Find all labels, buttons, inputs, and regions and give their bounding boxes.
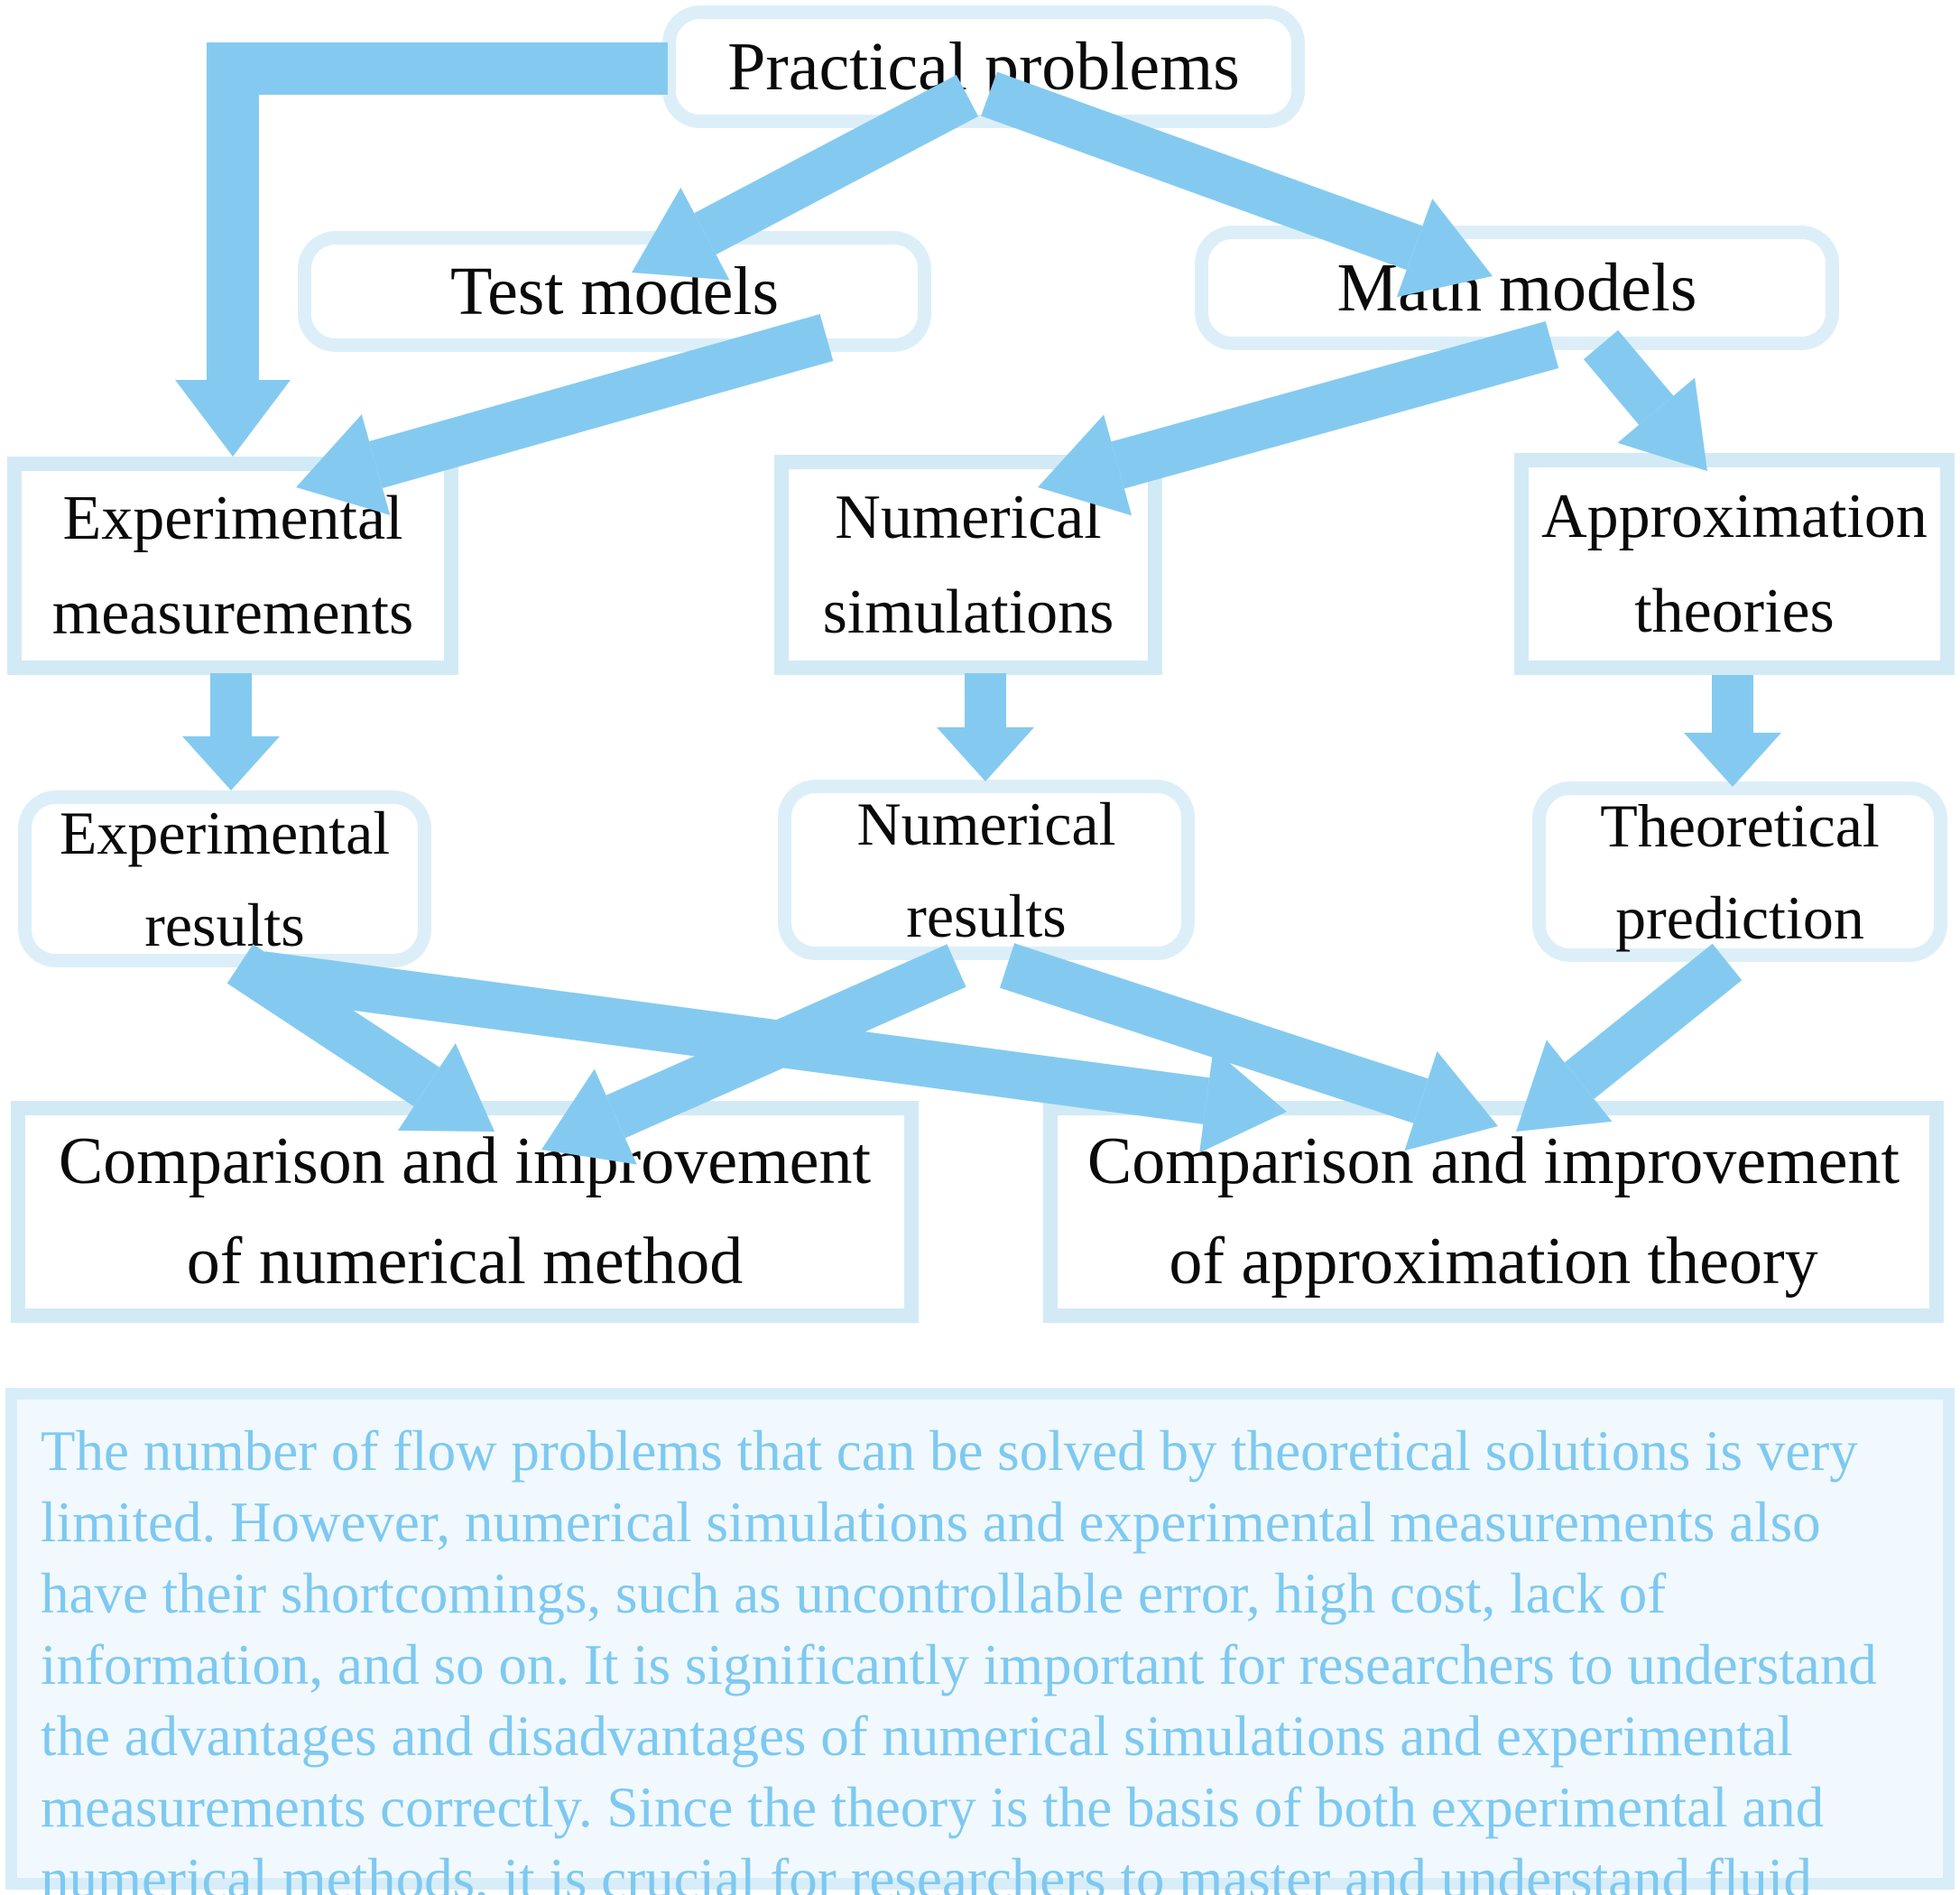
node-theoretical-prediction: Theoretical prediction [1532, 781, 1947, 962]
arrow-numerical-results-to-comparison-approximation-theory [999, 943, 1428, 1123]
node-label: Experimental results [59, 799, 391, 959]
node-experimental-results: Experimental results [18, 790, 431, 967]
arrow-experimental-results-to-comparison-numerical-method [227, 944, 440, 1107]
node-label: Math models [1336, 250, 1697, 326]
node-experimental-measurements: Experimental measurements [7, 457, 458, 675]
node-label: Practical problems [727, 29, 1240, 105]
node-test-models: Test models [298, 231, 931, 352]
node-label: Comparison and improvement of numerical … [58, 1124, 872, 1299]
arrowhead-approximation-theories-to-theoretical-prediction [1684, 733, 1781, 787]
arrow-experimental-results-to-comparison-approximation-theory [258, 951, 1210, 1124]
arrow-math-models-to-approximation-theories [1583, 329, 1674, 425]
node-numerical-simulations: Numerical simulations [774, 455, 1162, 675]
node-comparison-approximation-theory: Comparison and improvement of approximat… [1043, 1101, 1944, 1323]
arrow-test-models-to-experimental-measurements [369, 314, 834, 488]
node-label: Numerical simulations [822, 483, 1114, 647]
arrowhead-experimental-measurements-to-experimental-results [182, 736, 280, 790]
node-label: Approximation theories [1541, 482, 1928, 646]
node-label: Comparison and improvement of approximat… [1086, 1124, 1900, 1299]
node-label: Experimental measurements [51, 484, 414, 648]
node-practical-problems: Practical problems [662, 5, 1305, 128]
arrowhead-numerical-simulations-to-numerical-results [937, 727, 1034, 781]
arrow-numerical-results-to-comparison-numerical-method [606, 944, 966, 1139]
arrowhead-practical-problems-to-experimental-measurements [175, 380, 291, 457]
arrow-math-models-to-numerical-simulations [1111, 320, 1559, 489]
node-label: Numerical results [856, 790, 1116, 950]
node-math-models: Math models [1195, 226, 1839, 350]
arrow-theoretical-prediction-to-comparison-approximation-theory [1564, 943, 1743, 1099]
node-approximation-theories: Approximation theories [1514, 453, 1955, 675]
node-numerical-results: Numerical results [778, 780, 1195, 960]
node-label: Test models [449, 254, 780, 329]
node-label: Theoretical prediction [1600, 791, 1880, 952]
note-text: The number of flow problems that can be … [41, 1419, 1877, 1895]
note-panel: The number of flow problems that can be … [5, 1388, 1955, 1895]
node-comparison-numerical-method: Comparison and improvement of numerical … [11, 1101, 919, 1323]
